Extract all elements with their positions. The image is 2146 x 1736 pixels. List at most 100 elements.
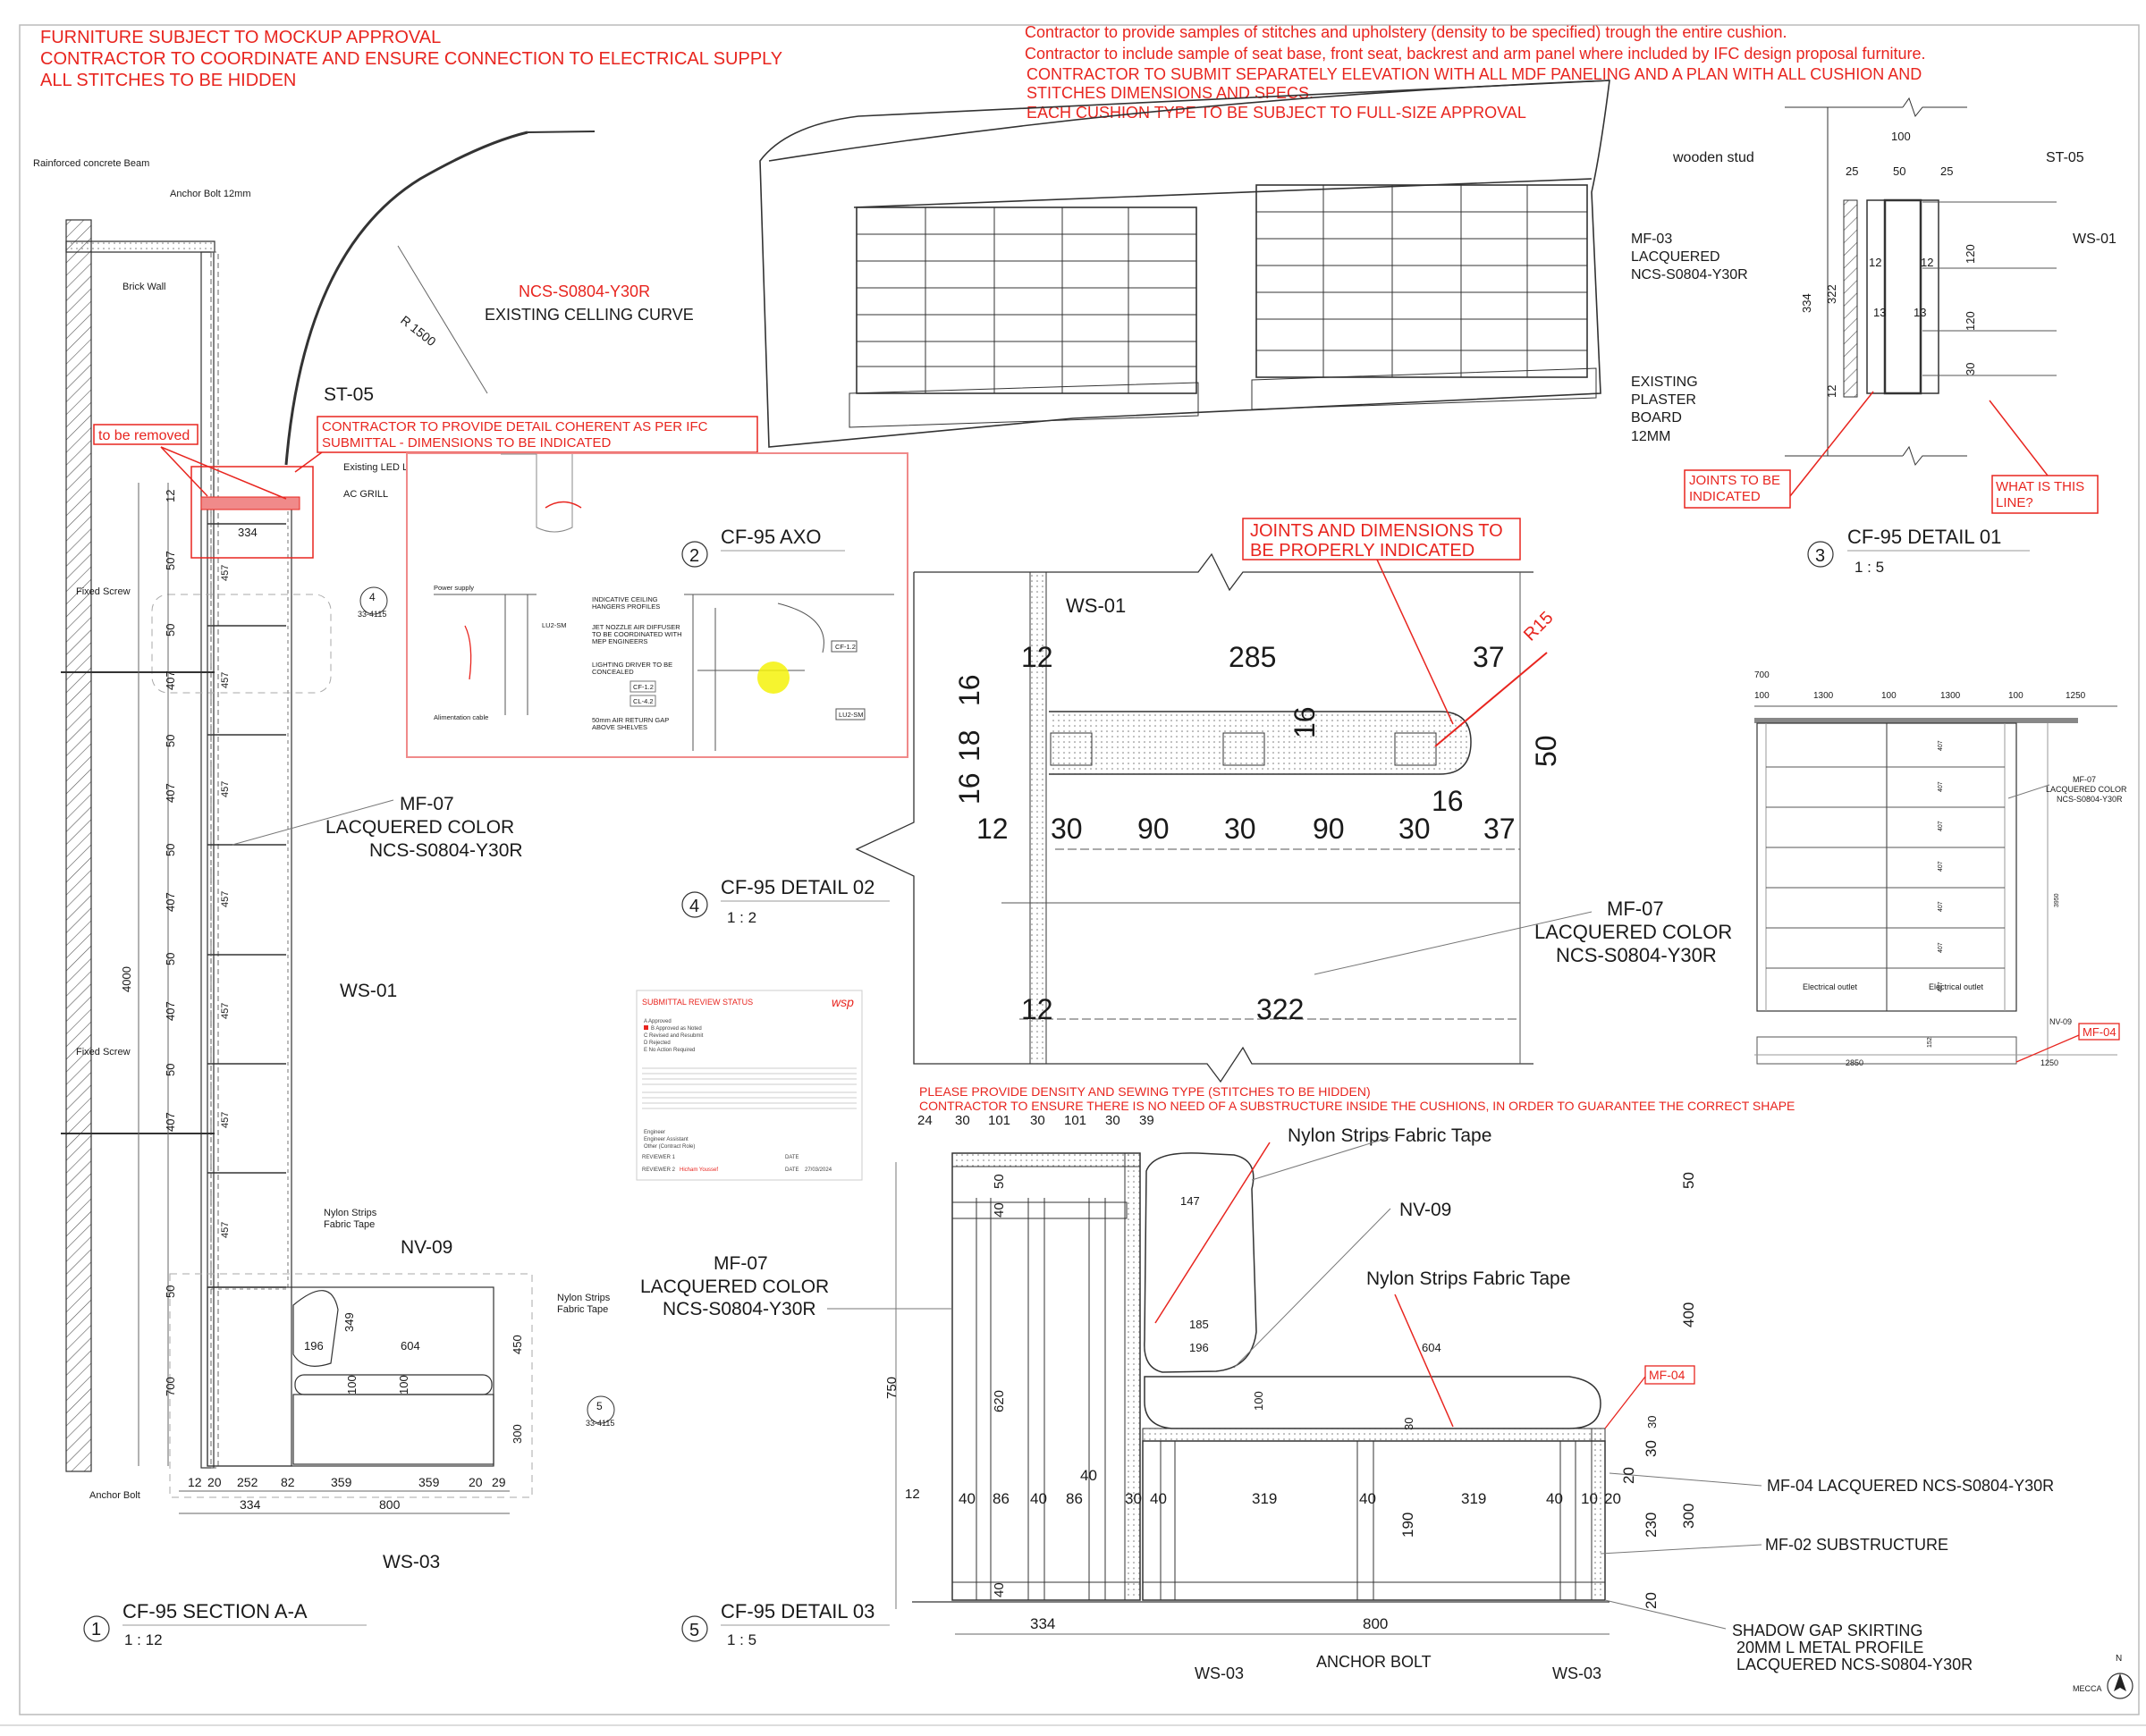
svg-text:16: 16 (953, 772, 985, 805)
svg-text:LU2-SM: LU2-SM (839, 711, 864, 719)
svg-text:LACQUERED COLOR: LACQUERED COLOR (1534, 921, 1732, 943)
svg-text:457: 457 (220, 891, 231, 907)
svg-text:33-4115: 33-4115 (586, 1419, 614, 1428)
svg-text:Nylon Strips Fabric Tape: Nylon Strips Fabric Tape (1366, 1268, 1570, 1289)
svg-text:40: 40 (1546, 1490, 1563, 1507)
svg-text:407: 407 (164, 783, 177, 803)
svg-text:Anchor Bolt: Anchor Bolt (89, 1490, 140, 1501)
svg-text:NCS-S0804-Y30R: NCS-S0804-Y30R (2057, 795, 2123, 804)
svg-text:25: 25 (1940, 164, 1953, 178)
svg-text:50: 50 (164, 624, 177, 636)
svg-text:407: 407 (164, 1001, 177, 1021)
svg-text:40: 40 (1080, 1467, 1097, 1484)
svg-text:12: 12 (188, 1475, 202, 1489)
svg-text:185: 185 (1189, 1318, 1209, 1331)
svg-text:100: 100 (1881, 691, 1897, 701)
svg-text:LIGHTING DRIVER TO BE: LIGHTING DRIVER TO BE (592, 661, 672, 669)
svg-text:CONTRACTOR TO SUBMIT SEPARATEL: CONTRACTOR TO SUBMIT SEPARATELY ELEVATIO… (1027, 65, 1922, 83)
detail-01: wooden stud ST-05 WS-01 MF-03 LACQUERED … (1631, 97, 2116, 576)
svg-text:322: 322 (1256, 993, 1304, 1025)
svg-text:MEP ENGINEERS: MEP ENGINEERS (592, 637, 647, 645)
svg-text:50: 50 (992, 1174, 1007, 1189)
submission-notes-red: Contractor to provide samples of stitche… (1025, 23, 1926, 122)
svg-text:ABOVE SHELVES: ABOVE SHELVES (592, 723, 647, 731)
svg-text:120: 120 (1964, 311, 1977, 331)
svg-text:CL-4.2: CL-4.2 (633, 697, 654, 705)
svg-text:A Approved: A Approved (644, 1019, 672, 1024)
svg-text:100: 100 (397, 1375, 410, 1395)
svg-text:322: 322 (1825, 284, 1838, 304)
svg-text:800: 800 (379, 1497, 401, 1512)
svg-text:C Revised and Resubmit: C Revised and Resubmit (644, 1033, 704, 1039)
svg-text:50: 50 (164, 1285, 177, 1298)
svg-text:407: 407 (1938, 901, 1944, 912)
svg-text:MF-07: MF-07 (2073, 775, 2096, 784)
svg-text:SUBMITTAL REVIEW STATUS: SUBMITTAL REVIEW STATUS (642, 998, 753, 1007)
svg-text:DATE: DATE (785, 1167, 799, 1173)
svg-text:750: 750 (884, 1377, 900, 1399)
svg-text:MF-07: MF-07 (714, 1253, 768, 1274)
svg-text:Brick Wall: Brick Wall (123, 282, 165, 292)
svg-text:R 1500: R 1500 (398, 313, 439, 350)
svg-text:90: 90 (1313, 813, 1345, 845)
svg-text:CONTRACTOR TO ENSURE THERE IS: CONTRACTOR TO ENSURE THERE IS NO NEED OF… (919, 1099, 1795, 1113)
svg-text:1 : 5: 1 : 5 (727, 1631, 756, 1648)
svg-text:101: 101 (1064, 1113, 1086, 1128)
svg-text:50: 50 (1893, 164, 1905, 178)
svg-text:REVIEWER 2: REVIEWER 2 (642, 1167, 676, 1173)
detail-02: JOINTS AND DIMENSIONS TO BE PROPERLY IND… (681, 518, 1732, 1083)
svg-text:12: 12 (1921, 256, 1933, 269)
svg-text:Anchor Bolt 12mm: Anchor Bolt 12mm (170, 189, 250, 199)
svg-text:4000: 4000 (120, 966, 133, 992)
svg-text:1300: 1300 (1813, 691, 1834, 701)
svg-text:BE PROPERLY INDICATED: BE PROPERLY INDICATED (1250, 541, 1474, 560)
svg-text:ST-05: ST-05 (2046, 150, 2084, 165)
svg-text:24: 24 (917, 1113, 933, 1128)
svg-text:20: 20 (1620, 1467, 1637, 1484)
svg-text:NV-09: NV-09 (1399, 1200, 1451, 1220)
svg-text:SUBMITTAL - DIMENSIONS TO BE I: SUBMITTAL - DIMENSIONS TO BE INDICATED (322, 435, 612, 451)
svg-text:40: 40 (1359, 1490, 1376, 1507)
svg-text:30: 30 (1645, 1416, 1659, 1428)
svg-text:407: 407 (164, 892, 177, 912)
svg-text:1300: 1300 (1940, 691, 1961, 701)
svg-text:12: 12 (976, 813, 1009, 845)
svg-text:300: 300 (511, 1424, 524, 1444)
svg-text:30: 30 (1224, 813, 1256, 845)
svg-text:FURNITURE SUBJECT TO MOCKUP AP: FURNITURE SUBJECT TO MOCKUP APPROVAL (40, 28, 441, 47)
svg-text:Fixed Screw: Fixed Screw (76, 586, 131, 597)
svg-text:5: 5 (596, 1400, 603, 1412)
svg-text:450: 450 (511, 1335, 524, 1354)
svg-text:3: 3 (1815, 546, 1825, 566)
svg-text:MF-04 LACQUERED NCS-S0804-Y30R: MF-04 LACQUERED NCS-S0804-Y30R (1767, 1477, 2054, 1495)
svg-text:LACQUERED COLOR: LACQUERED COLOR (640, 1277, 829, 1297)
svg-text:457: 457 (220, 1112, 231, 1128)
svg-text:407: 407 (164, 1112, 177, 1132)
svg-text:STITCHES DIMENSIONS AND SPECS.: STITCHES DIMENSIONS AND SPECS. (1027, 84, 1314, 102)
svg-text:147: 147 (1180, 1194, 1200, 1208)
svg-text:50: 50 (1530, 735, 1562, 767)
svg-text:319: 319 (1461, 1490, 1486, 1507)
svg-text:AC GRILL: AC GRILL (343, 489, 388, 500)
svg-text:100: 100 (2008, 691, 2023, 701)
svg-text:27/03/2024: 27/03/2024 (805, 1167, 832, 1173)
svg-text:BOARD: BOARD (1631, 410, 1682, 426)
svg-text:334: 334 (240, 1497, 261, 1512)
svg-text:Fabric Tape: Fabric Tape (557, 1304, 608, 1315)
svg-text:WS-01: WS-01 (2073, 232, 2116, 247)
svg-text:CF-95 DETAIL 03: CF-95 DETAIL 03 (721, 1600, 874, 1622)
svg-text:334: 334 (1030, 1615, 1055, 1632)
svg-text:407: 407 (1938, 781, 1944, 792)
svg-text:37: 37 (1473, 641, 1505, 673)
svg-text:12: 12 (1021, 993, 1053, 1025)
svg-text:457: 457 (220, 1222, 231, 1238)
svg-text:82: 82 (281, 1475, 295, 1489)
svg-text:ALL STITCHES TO BE HIDDEN: ALL STITCHES TO BE HIDDEN (40, 71, 296, 90)
svg-text:400: 400 (1680, 1302, 1697, 1327)
svg-text:N: N (2116, 1654, 2122, 1664)
svg-text:457: 457 (220, 781, 231, 797)
svg-text:359: 359 (331, 1475, 352, 1489)
elevation-view: 700 100 1300 100 1300 100 1250 407 407 4… (1754, 670, 2127, 1067)
svg-text:700: 700 (164, 1377, 177, 1396)
